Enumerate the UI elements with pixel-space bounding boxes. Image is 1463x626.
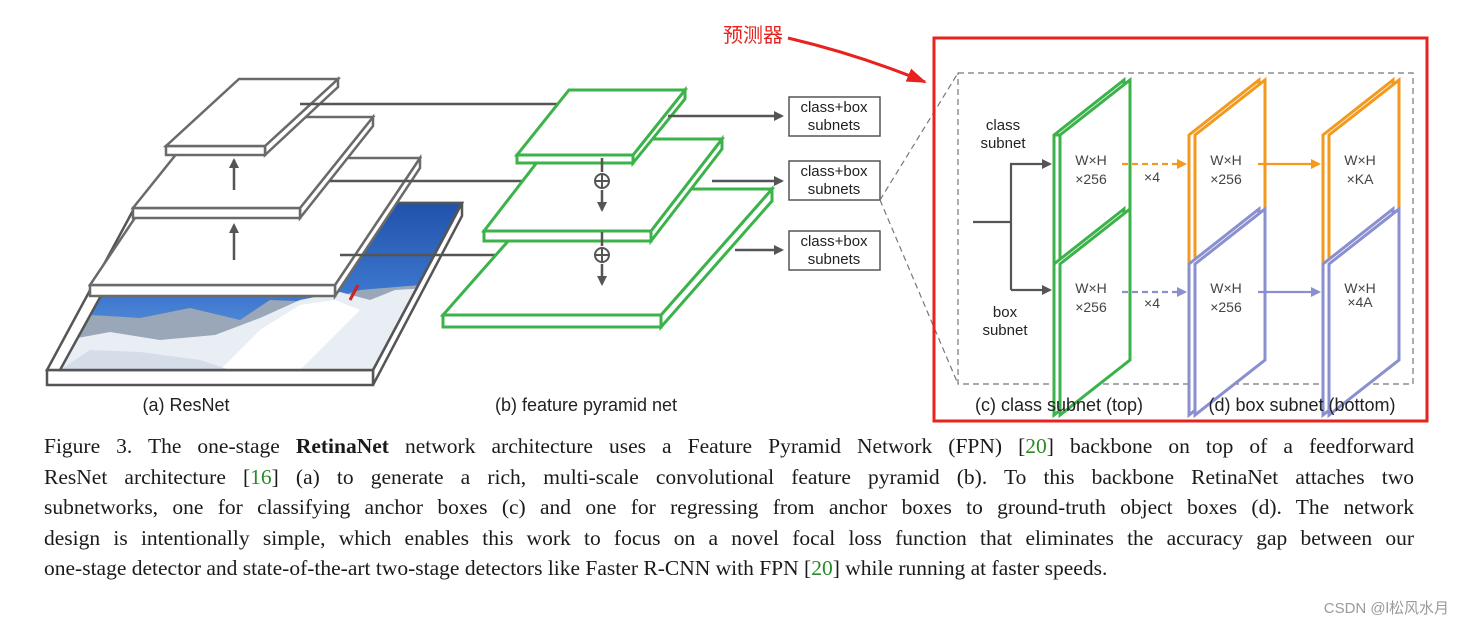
box-subnet-label: box <box>993 304 1018 321</box>
box-output-feature-map <box>1321 205 1401 419</box>
svg-text:×256: ×256 <box>1210 171 1242 187</box>
predictor-highlight-box <box>932 36 1429 423</box>
retinanet-architecture-figure: (a) ResNet <box>44 24 1429 423</box>
resnet-layer-1 <box>162 76 342 158</box>
zoom-guide-lines <box>879 72 959 385</box>
box-intermediate-feature-map <box>1187 205 1267 419</box>
class-subnet-label: subnet <box>980 135 1026 152</box>
caption-line: subnetworks, one for classifying anchor … <box>44 495 1414 519</box>
subnet-box: class+box subnets <box>788 230 881 271</box>
citation-link[interactable]: 20 <box>811 556 833 580</box>
svg-text:W×H: W×H <box>1075 152 1107 168</box>
merge-plus-node <box>594 247 610 263</box>
svg-text:class+box: class+box <box>800 163 868 180</box>
box-repeat-label: ×4 <box>1144 295 1160 311</box>
fpn-stack <box>439 85 776 331</box>
subnet-detail-panel <box>957 72 1414 385</box>
class-repeat-label: ×4 <box>1144 169 1160 185</box>
svg-text:×4A: ×4A <box>1347 294 1373 310</box>
svg-text:×256: ×256 <box>1075 299 1107 315</box>
watermark: CSDN @l松风水月 <box>1323 600 1449 617</box>
box-subnet-caption: (d) box subnet (bottom) <box>1208 395 1395 415</box>
resnet-caption: (a) ResNet <box>142 395 229 415</box>
caption-line: design is intentionally simple, which en… <box>44 525 1414 550</box>
svg-text:W×H: W×H <box>1075 280 1107 296</box>
svg-text:subnets: subnets <box>808 117 861 134</box>
merge-plus-node <box>594 173 610 189</box>
class-subnet-label: class <box>986 117 1020 134</box>
svg-text:W×H: W×H <box>1344 152 1376 168</box>
subnet-box: class+box subnets <box>788 96 881 137</box>
caption-line: ResNet architecture [16] (a) to generate… <box>44 464 1414 489</box>
fpn-level-top <box>513 85 689 168</box>
svg-text:class+box: class+box <box>800 99 868 116</box>
fpn-output-arrows <box>668 111 784 255</box>
figure-caption: Figure 3. The one-stage RetinaNet networ… <box>44 431 1414 584</box>
svg-text:W×H: W×H <box>1210 152 1242 168</box>
box-subnet-label: subnet <box>982 322 1028 339</box>
svg-text:×256: ×256 <box>1210 299 1242 315</box>
retinanet-term: RetinaNet <box>295 434 389 458</box>
caption-line: one-stage detector and state-of-the-art … <box>44 556 1108 580</box>
svg-text:class+box: class+box <box>800 233 868 250</box>
box-input-feature-map <box>1052 205 1132 419</box>
class-subnet-caption: (c) class subnet (top) <box>975 395 1143 415</box>
resnet-stack <box>44 76 465 387</box>
citation-link[interactable]: 16 <box>250 464 272 489</box>
predictor-annotation-label: 预测器 <box>723 24 783 47</box>
svg-text:subnets: subnets <box>808 181 861 198</box>
predictor-annotation-arrow <box>787 36 927 84</box>
ski-photo <box>60 203 462 370</box>
svg-text:×256: ×256 <box>1075 171 1107 187</box>
fpn-caption: (b) feature pyramid net <box>495 395 677 415</box>
subnet-branch-arrows <box>973 159 1052 295</box>
caption-line: Figure 3. The one-stage RetinaNet networ… <box>44 434 1414 458</box>
svg-text:W×H: W×H <box>1210 280 1242 296</box>
svg-text:W×H: W×H <box>1344 280 1376 296</box>
subnet-box: class+box subnets <box>788 160 881 201</box>
svg-text:×KA: ×KA <box>1347 171 1375 187</box>
svg-text:subnets: subnets <box>808 251 861 268</box>
citation-link[interactable]: 20 <box>1025 434 1047 458</box>
